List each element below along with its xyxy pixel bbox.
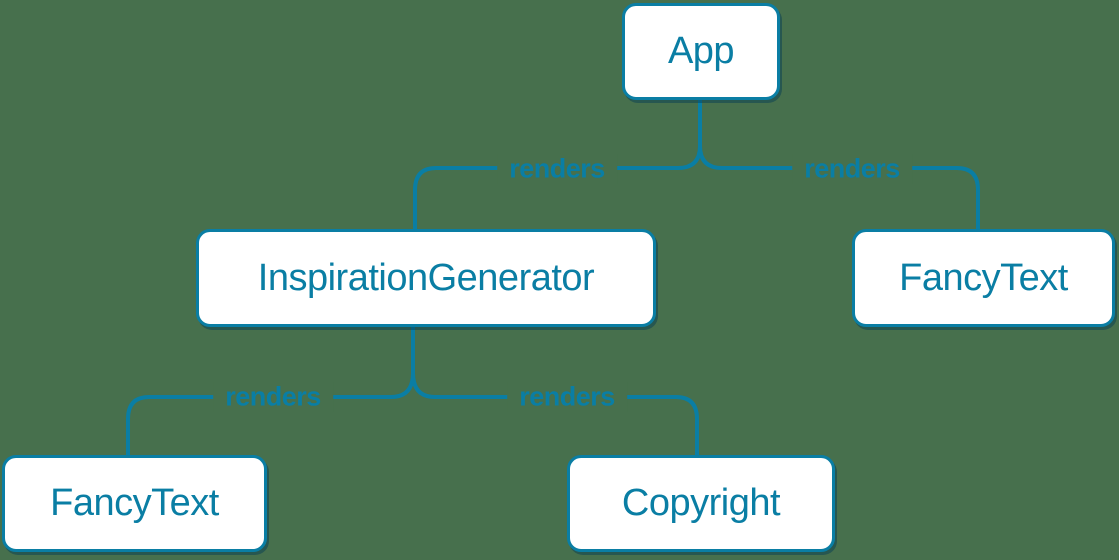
edge-label-renders-app-inspirationgenerator: renders bbox=[497, 153, 617, 185]
node-inspiration-generator-label: InspirationGenerator bbox=[257, 256, 595, 299]
node-copyright: Copyright bbox=[567, 455, 835, 552]
edge-label-renders-inspirationgenerator-fancytext: renders bbox=[213, 381, 333, 413]
node-inspiration-generator: InspirationGenerator bbox=[196, 229, 656, 327]
node-app-label: App bbox=[667, 30, 735, 72]
edge-label-renders-inspirationgenerator-copyright: renders bbox=[507, 381, 627, 413]
node-fancy-text-bottom: FancyText bbox=[2, 455, 267, 552]
node-copyright-label: Copyright bbox=[621, 482, 781, 524]
edge-inspirationgenerator-to-copyright bbox=[411, 371, 699, 457]
node-fancy-text-top: FancyText bbox=[852, 229, 1115, 327]
node-fancy-text-bottom-label: FancyText bbox=[50, 482, 219, 524]
edge-label-renders-app-fancytext: renders bbox=[792, 153, 912, 185]
node-app: App bbox=[622, 3, 780, 100]
edge-app-to-fancytext bbox=[698, 144, 980, 231]
node-fancy-text-top-label: FancyText bbox=[899, 256, 1068, 299]
